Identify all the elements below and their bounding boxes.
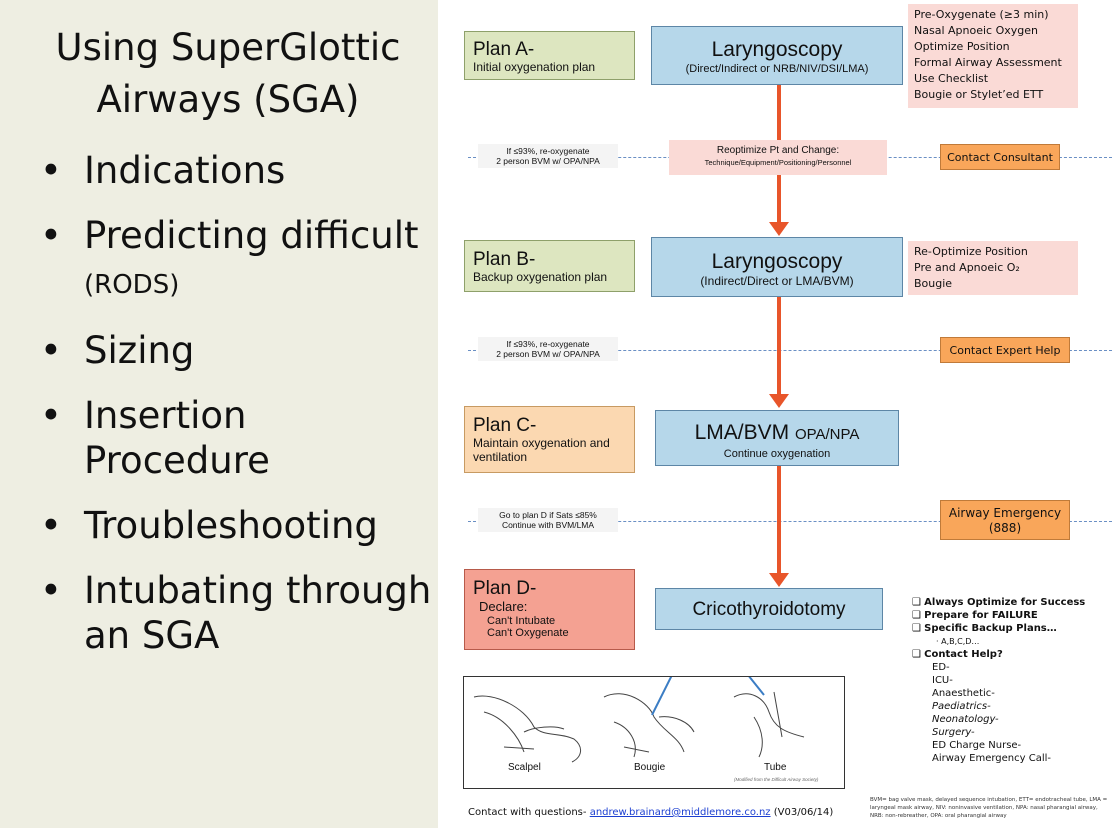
airway-emergency-box: Airway Emergency (888) [940,500,1070,540]
tube-label: Tube [764,762,787,773]
scalpel-hand-sketch [473,695,581,763]
plan-c-box: Plan C- Maintain oxygenation and ventila… [464,406,635,473]
preparation-checklist: Always Optimize for Success Prepare for … [912,596,1112,765]
lma-bvm-box: LMA/BVM OPA/NPA Continue oxygenation [655,410,899,466]
bullet-predicting-difficult: Predicting difficult (RODS) [40,213,440,308]
plan-d-box: Plan D- Declare: Can't Intubate Can't Ox… [464,569,635,650]
arrow-c-d-line [777,466,781,574]
tube-hand-sketch [733,691,805,758]
bullet-list: Indications Predicting difficult (RODS) … [40,148,440,678]
contact-email-link[interactable]: andrew.brainard@middlemore.co.nz [589,807,771,818]
laryngoscopy-a-box: Laryngoscopy (Direct/Indirect or NRB/NIV… [651,26,903,85]
abbreviations-note: BVM= bag valve mask, delayed sequence in… [870,797,1108,819]
bullet-indications: Indications [40,148,440,193]
reoxygenate-note-1: If ≤93%, re-oxygenate 2 person BVM w/ OP… [478,144,618,168]
plan-b-notes: Re-Optimize Position Pre and Apnoeic O₂ … [908,241,1078,295]
contact-consultant-box: Contact Consultant [940,144,1060,170]
bougie-hand-sketch [603,693,695,758]
divider-cd [468,521,1112,522]
arrow-a-b-head [769,222,789,236]
contact-footer: Contact with questions- andrew.brainard@… [468,807,834,818]
arrow-b-c-line [777,297,781,395]
plan-b-box: Plan B- Backup oxygenation plan [464,240,635,292]
cricothyroidotomy-illustration: Scalpel Bougie Tube (Modified from the D… [463,649,845,789]
bullet-intubating-through-sga: Intubating through an SGA [40,568,440,658]
rods-label: (RODS) [84,270,180,300]
bullet-sizing: Sizing [40,328,440,373]
plan-a-box: Plan A- Initial oxygenation plan [464,31,635,80]
illustration-credit: (Modified from the Difficult Airway Soci… [734,777,819,782]
flowchart-image: Plan A- Initial oxygenation plan Plan B-… [438,0,1114,828]
slide-text-panel: Using SuperGlottic Airways (SGA) Indicat… [0,0,438,828]
bullet-troubleshooting: Troubleshooting [40,503,440,548]
plan-d-trigger-note: Go to plan D if Sats ≤85% Continue with … [478,508,618,532]
arrow-b-c-head [769,394,789,408]
divider-bc [468,350,1112,351]
tube-line [727,649,765,696]
reoxygenate-note-2: If ≤93%, re-oxygenate 2 person BVM w/ OP… [478,337,618,361]
bullet-insertion-procedure: Insertion Procedure [40,393,440,483]
contact-expert-help-box: Contact Expert Help [940,337,1070,363]
plan-a-notes: Pre-Oxygenate (≥3 min) Nasal Apnoeic Oxy… [908,4,1078,108]
arrow-c-d-head [769,573,789,587]
bougie-label: Bougie [634,762,666,773]
bougie-line [651,654,683,716]
scalpel-label: Scalpel [508,762,541,773]
reoptimize-box: Reoptimize Pt and Change: Technique/Equi… [669,140,887,175]
laryngoscopy-b-box: Laryngoscopy (Indirect/Direct or LMA/BVM… [651,237,903,297]
cricothyroidotomy-box: Cricothyroidotomy [655,588,883,630]
slide-title: Using SuperGlottic Airways (SGA) [55,26,401,121]
